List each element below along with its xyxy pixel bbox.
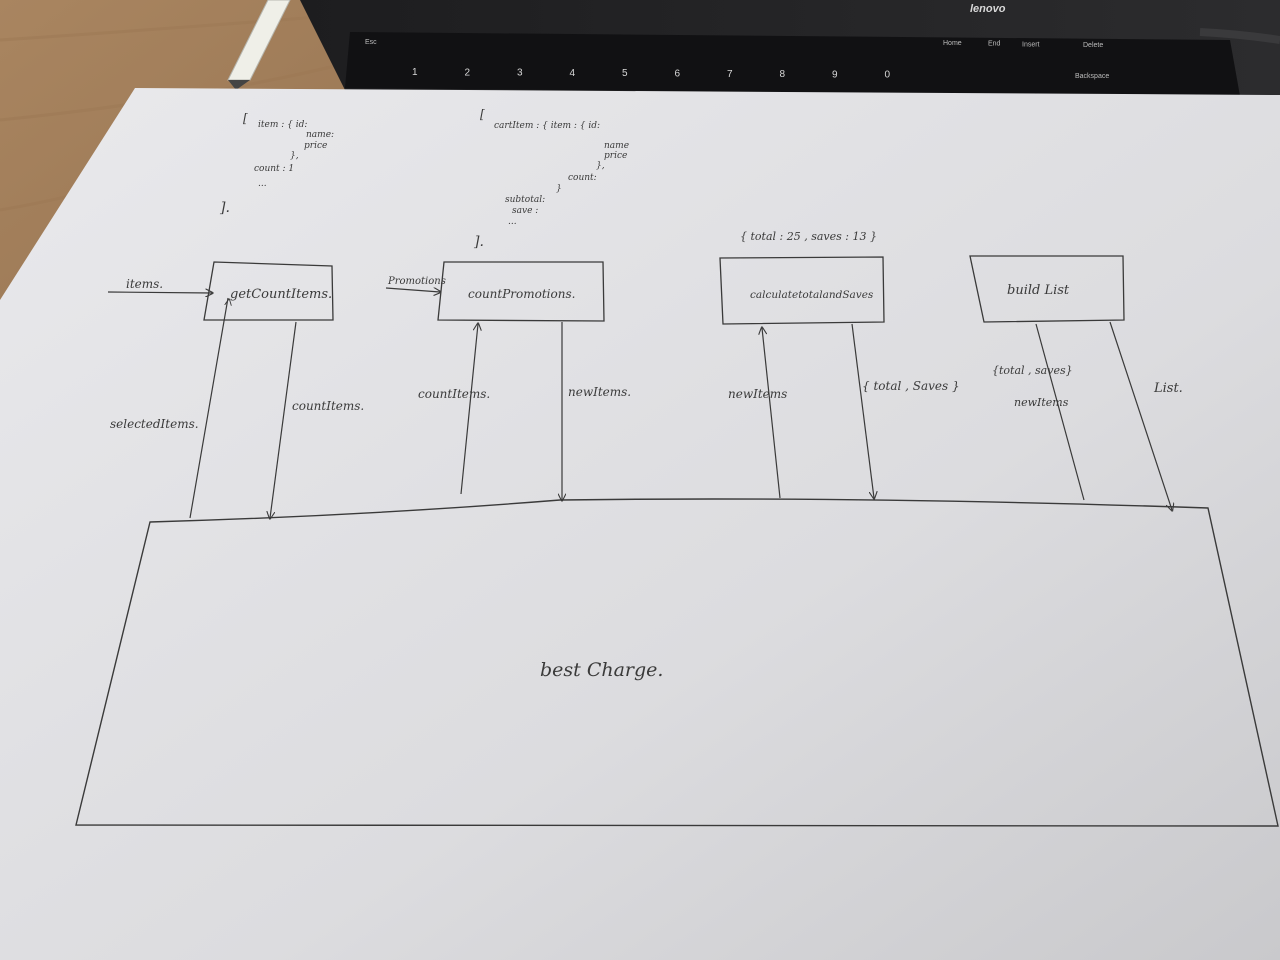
box-best-charge: best Charge.: [75, 498, 1279, 827]
key-label: 9: [832, 69, 838, 80]
svg-text:].: ].: [473, 234, 484, 250]
keyboard-number-row: 1 2 3 4 5 6 7 8 9 0: [412, 67, 891, 81]
svg-text:...: ...: [508, 217, 517, 227]
key-label: 7: [727, 69, 733, 80]
box-get-count-items: getCountItems.: [203, 261, 334, 321]
svg-text:selectedItems.: selectedItems.: [110, 417, 199, 431]
key-label: Insert: [1022, 41, 1040, 48]
arrow-count-items-out: countItems.: [270, 321, 364, 518]
best-charge-label: best Charge.: [540, 659, 663, 681]
svg-text:},: },: [290, 151, 299, 161]
arrow-input-promotions: Promotions: [385, 276, 446, 292]
svg-text:build List: build List: [1007, 283, 1070, 298]
svg-text:countItems.: countItems.: [418, 387, 490, 401]
svg-text:[: [: [243, 111, 248, 125]
key-backspace: Backspace: [1075, 73, 1109, 80]
key-label: 0: [885, 70, 891, 81]
svg-text:cartItem : { item : { id:: cartItem : { item : { id:: [494, 121, 600, 131]
key-label: 5: [622, 68, 628, 79]
arrow-total-saves-in: {total , saves} newItems: [992, 323, 1085, 501]
note-cart-structure: [ cartItem : { item : { id: name price }…: [473, 107, 629, 250]
svg-text:items.: items.: [126, 277, 163, 291]
laptop: lenovo Esc Home End Insert Delete 1 2 3 4 5 6 7 8 9 0…: [300, 0, 1280, 105]
svg-text:item : { id:: item : { id:: [258, 120, 307, 130]
svg-text:name:: name:: [306, 130, 334, 140]
svg-text:newItems: newItems: [728, 387, 787, 401]
svg-text:count : 1: count : 1: [254, 164, 294, 174]
key-label: End: [988, 41, 1001, 48]
svg-text:newItems: newItems: [1014, 396, 1069, 409]
svg-text:countPromotions.: countPromotions.: [468, 287, 575, 301]
svg-text:Promotions: Promotions: [387, 276, 446, 287]
key-label: Delete: [1083, 42, 1103, 49]
svg-text:save :: save :: [512, 206, 538, 216]
svg-text:calculatetotalandSaves: calculatetotalandSaves: [750, 289, 874, 301]
arrow-new-items-in: newItems: [728, 328, 787, 499]
svg-text:List.: List.: [1153, 381, 1183, 396]
svg-text:},: },: [596, 161, 605, 171]
box-build-list: build List: [969, 255, 1125, 323]
key-label: Home: [943, 40, 962, 47]
svg-text:count:: count:: [568, 173, 597, 183]
key-label: 6: [675, 69, 681, 80]
svg-text:subtotal:: subtotal:: [505, 195, 545, 205]
svg-text:getCountItems.: getCountItems.: [230, 287, 332, 302]
svg-text:countItems.: countItems.: [292, 399, 364, 413]
arrow-new-items-out: newItems.: [562, 322, 631, 500]
svg-text:}: }: [556, 184, 562, 194]
svg-text:].: ].: [219, 200, 230, 216]
svg-text:{ total , Saves }: { total , Saves }: [862, 379, 960, 393]
key-label: 4: [570, 68, 576, 79]
svg-text:name: name: [604, 141, 629, 151]
key-label: 1: [412, 67, 418, 78]
note-items-structure: [ item : { id: name: price }, count : 1 …: [219, 111, 334, 216]
key-label: Esc: [365, 39, 377, 46]
box-count-promotions: countPromotions.: [437, 261, 605, 322]
key-label: 8: [780, 69, 786, 80]
keyboard-function-row: Esc Home End Insert Delete: [365, 39, 1103, 49]
key-label: 2: [465, 67, 471, 78]
key-label: 3: [517, 68, 523, 79]
arrow-total-saves-out: { total , Saves }: [851, 323, 960, 498]
paper-sheet: [0, 88, 1280, 960]
arrow-list-out: List.: [1109, 321, 1183, 510]
svg-text:price: price: [604, 151, 627, 161]
svg-text:...: ...: [258, 179, 267, 189]
arrow-input-items: items.: [107, 277, 212, 293]
svg-text:price: price: [304, 141, 327, 151]
svg-text:[: [: [480, 107, 485, 121]
pen: [227, 0, 291, 90]
arrow-count-items-in: countItems.: [418, 324, 490, 495]
svg-text:newItems.: newItems.: [568, 385, 631, 399]
svg-text:{total , saves}: {total , saves}: [992, 364, 1073, 377]
note-total-saves: { total : 25 , saves : 13 }: [740, 230, 877, 243]
box-calculate-total-and-saves: calculatetotalandSaves: [719, 256, 885, 325]
arrow-selected-items: selectedItems.: [110, 297, 229, 519]
laptop-brand: lenovo: [970, 3, 1006, 15]
